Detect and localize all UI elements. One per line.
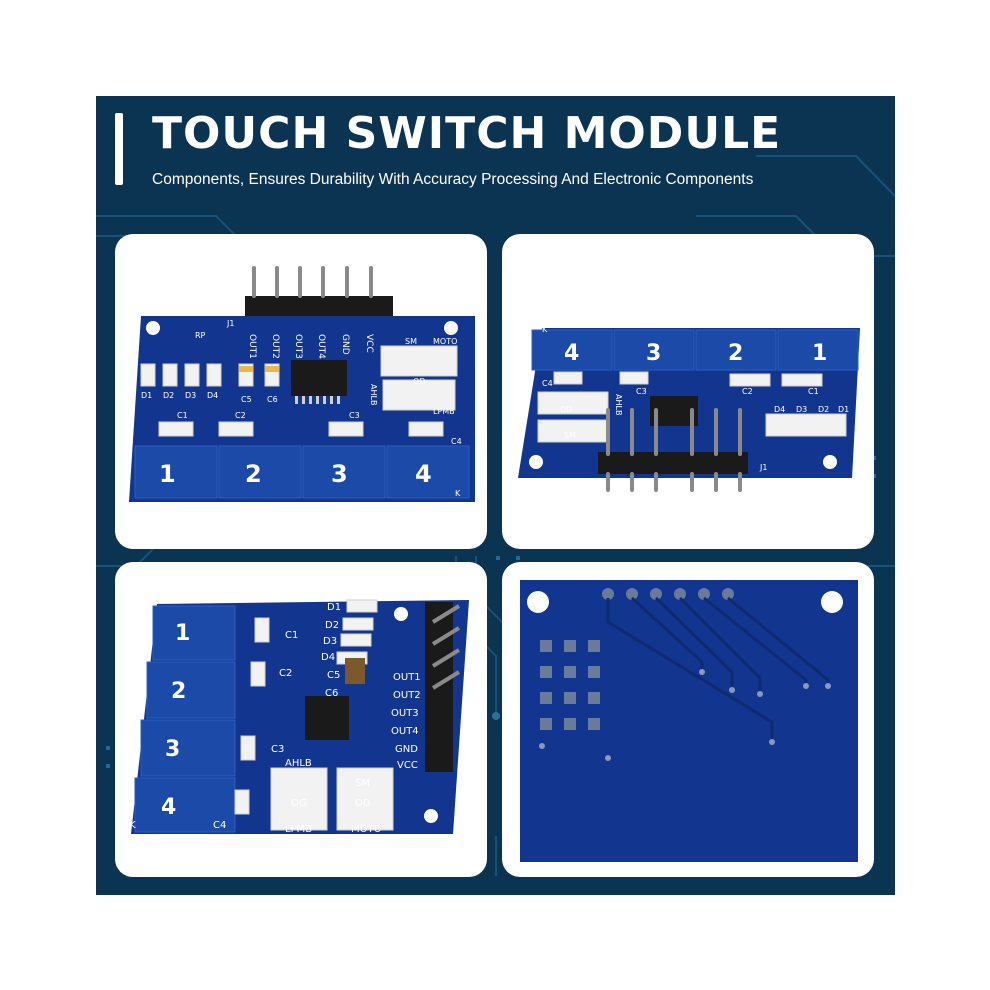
component-label: SM	[355, 778, 370, 789]
component-label: C3	[349, 411, 360, 420]
pin-label: OUT4	[391, 726, 419, 737]
component-label: C1	[177, 411, 188, 420]
pad-number: 4	[415, 460, 432, 488]
page-title: TOUCH SWITCH MODULE	[152, 108, 782, 159]
component-label: LPMB	[433, 407, 455, 416]
component-label: C1	[285, 630, 298, 641]
component-label: OD	[560, 405, 572, 414]
component-label: K	[455, 489, 461, 498]
component-label: C4	[213, 820, 226, 831]
pad-number: 4	[161, 795, 176, 820]
pin-label: GND	[340, 334, 350, 355]
pcb-front-image: 1 2 3 4 OUT1 OUT2 OUT3 OUT4 GND VCC J1 R…	[129, 266, 475, 502]
pad-number: 2	[728, 341, 743, 366]
component-label: K	[542, 325, 548, 334]
component-label: D2	[163, 391, 174, 400]
component-label: OD	[413, 377, 425, 386]
pad-number: 4	[564, 341, 579, 366]
component-label: J1	[759, 463, 767, 472]
pad-number: 2	[245, 460, 262, 488]
component-label: SM	[564, 431, 576, 440]
component-label: D3	[323, 636, 337, 647]
pin-label: OUT3	[391, 708, 419, 719]
panel-rotated-view: 4 3 2 1 J1 AHLB C3 C2 C1 D1 D2	[502, 234, 874, 549]
pin-label: OUT2	[270, 334, 280, 359]
pcb-rotated-image: 4 3 2 1 J1 AHLB C3 C2 C1 D1 D2	[518, 325, 860, 492]
component-label: MOTO	[433, 337, 457, 346]
component-label: D2	[325, 620, 339, 631]
pin-label: GND	[395, 744, 418, 755]
component-label: D1	[327, 602, 341, 613]
component-label: C1	[808, 387, 819, 396]
component-label: C6	[325, 688, 338, 699]
component-label: D4	[207, 391, 218, 400]
component-label: D4	[321, 652, 335, 663]
component-label: RP	[195, 331, 206, 340]
component-label: K	[129, 820, 136, 831]
pin-label: OUT1	[393, 672, 421, 683]
component-label: C6	[267, 395, 278, 404]
component-label: C4	[451, 437, 462, 446]
component-label: D3	[185, 391, 196, 400]
pad-number: 1	[812, 341, 827, 366]
component-label: D1	[141, 391, 152, 400]
panel-front-view: 1 2 3 4 OUT1 OUT2 OUT3 OUT4 GND VCC J1 R…	[115, 234, 487, 549]
title-accent-bar	[115, 113, 123, 185]
component-label: D3	[796, 405, 807, 414]
component-label: C2	[742, 387, 753, 396]
component-label: AHLB	[285, 758, 312, 769]
component-label: D1	[838, 405, 849, 414]
pad-number: 2	[171, 679, 186, 704]
panel-back-view	[502, 562, 874, 877]
component-label: C2	[279, 668, 292, 679]
panel-angled-view: 1 2 3 4 D1 D2 D3 D4 C1 C2 C3 C4 C5	[115, 562, 487, 877]
component-label: OD	[355, 798, 371, 809]
pad-number: 1	[175, 621, 190, 646]
pin-label: OUT2	[393, 690, 421, 701]
pcb-back-image	[520, 580, 858, 862]
pad-number: 3	[331, 460, 348, 488]
component-label: D4	[774, 405, 785, 414]
component-label: C4	[542, 379, 553, 388]
header-pins	[425, 602, 453, 772]
pin-label: OUT1	[247, 334, 257, 359]
component-label: C3	[636, 387, 647, 396]
component-label: C5	[327, 670, 340, 681]
pin-label: VCC	[364, 334, 374, 353]
component-label: C3	[271, 744, 284, 755]
component-label: D2	[818, 405, 829, 414]
component-label: AHLB	[614, 394, 623, 415]
component-label: MOTO	[351, 824, 382, 835]
component-label: OG	[291, 798, 307, 809]
pad-number: 3	[165, 737, 180, 762]
pin-label: OUT3	[293, 334, 303, 359]
pad-number: 1	[159, 460, 176, 488]
pcb-angled-image: 1 2 3 4 D1 D2 D3 D4 C1 C2 C3 C4 C5	[129, 599, 469, 835]
component-label: AHLB	[369, 384, 378, 405]
header-pins	[598, 452, 748, 474]
component-label: C2	[235, 411, 246, 420]
component-label: SM	[405, 337, 417, 346]
component-label: C5	[241, 395, 252, 404]
component-label: J1	[226, 319, 234, 328]
page-subtitle: Components, Ensures Durability With Accu…	[152, 171, 754, 188]
pad-number: 3	[646, 341, 661, 366]
component-label: LPMB	[285, 824, 312, 835]
pin-label: OUT4	[316, 334, 326, 359]
pin-label: VCC	[397, 760, 418, 771]
